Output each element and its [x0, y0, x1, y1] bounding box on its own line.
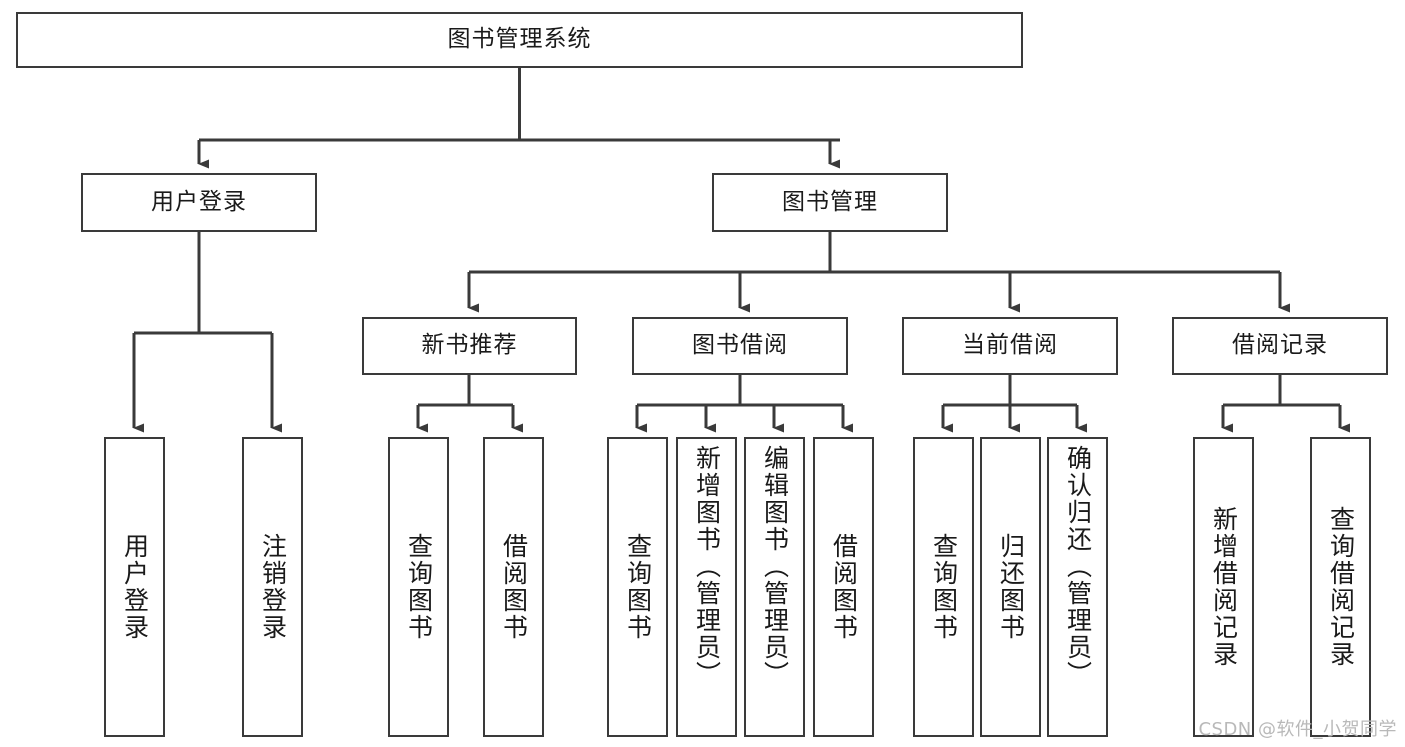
node-borrow-record[interactable]: 借阅记录: [1172, 317, 1388, 375]
leaf-add-record[interactable]: 新增借阅记录: [1193, 437, 1254, 737]
leaf-edit-book[interactable]: 编辑图书（管理员）: [744, 437, 805, 737]
node-user-login[interactable]: 用户登录: [81, 173, 317, 232]
leaf-add-book[interactable]: 新增图书（管理员）: [676, 437, 737, 737]
leaf-borrow-book-rec-label: 借阅图书: [499, 533, 529, 641]
node-new-book-recommend[interactable]: 新书推荐: [362, 317, 577, 375]
leaf-query-book-current[interactable]: 查询图书: [913, 437, 974, 737]
node-user-login-label: 用户登录: [151, 188, 247, 215]
node-root-label: 图书管理系统: [447, 26, 592, 53]
leaf-query-record[interactable]: 查询借阅记录: [1310, 437, 1371, 737]
leaf-query-record-label: 查询借阅记录: [1326, 506, 1356, 668]
leaf-user-login[interactable]: 用户登录: [104, 437, 165, 737]
watermark: CSDN @软件_小贺同学: [1198, 719, 1397, 740]
leaf-query-book-borrow[interactable]: 查询图书: [607, 437, 668, 737]
leaf-return-book-label: 归还图书: [996, 533, 1026, 641]
leaf-confirm-return[interactable]: 确认归还（管理员）: [1047, 437, 1108, 737]
node-book-borrow[interactable]: 图书借阅: [632, 317, 848, 375]
leaf-user-login-label: 用户登录: [120, 533, 150, 641]
node-current-borrow[interactable]: 当前借阅: [902, 317, 1118, 375]
leaf-query-book-rec-label: 查询图书: [404, 533, 434, 641]
leaf-query-book-rec[interactable]: 查询图书: [388, 437, 449, 737]
leaf-user-logout-label: 注销登录: [258, 533, 288, 641]
node-book-manage-label: 图书管理: [782, 188, 878, 215]
node-current-borrow-label: 当前借阅: [962, 332, 1058, 359]
node-root[interactable]: 图书管理系统: [16, 12, 1023, 68]
leaf-return-book[interactable]: 归还图书: [980, 437, 1041, 737]
leaf-add-record-label: 新增借阅记录: [1209, 506, 1239, 668]
leaf-user-logout[interactable]: 注销登录: [242, 437, 303, 737]
node-borrow-record-label: 借阅记录: [1232, 332, 1328, 359]
node-new-book-recommend-label: 新书推荐: [421, 332, 518, 359]
leaf-query-book-borrow-label: 查询图书: [623, 533, 653, 641]
leaf-query-book-current-label: 查询图书: [929, 533, 959, 641]
node-book-borrow-label: 图书借阅: [692, 332, 788, 359]
leaf-add-book-label: 新增图书（管理员）: [692, 445, 722, 688]
leaf-borrow-book-label: 借阅图书: [829, 533, 859, 641]
leaf-borrow-book[interactable]: 借阅图书: [813, 437, 874, 737]
leaf-borrow-book-rec[interactable]: 借阅图书: [483, 437, 544, 737]
node-book-manage[interactable]: 图书管理: [712, 173, 948, 232]
leaf-edit-book-label: 编辑图书（管理员）: [760, 445, 790, 688]
leaf-confirm-return-label: 确认归还（管理员）: [1063, 445, 1093, 688]
